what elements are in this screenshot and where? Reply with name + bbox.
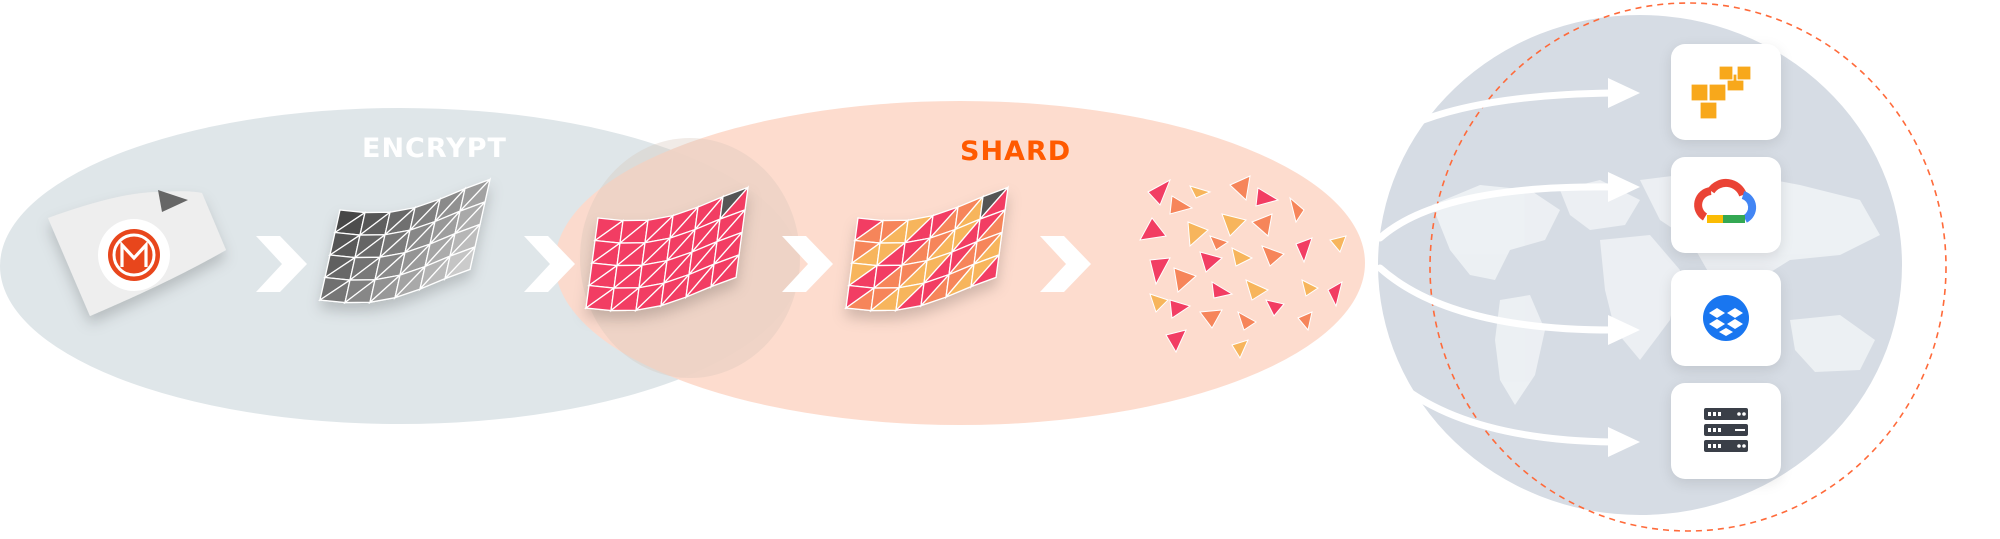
shard-piece (1237, 310, 1257, 331)
provider-card-dropbox (1671, 270, 1781, 366)
shard-piece (1169, 195, 1194, 215)
shard-piece (1251, 213, 1273, 237)
shard-piece (1209, 235, 1230, 251)
shard-piece (1245, 279, 1270, 301)
shard-piece (1169, 299, 1192, 319)
shard-piece (1295, 237, 1313, 264)
provider-card-aws (1671, 44, 1781, 140)
chevron-arrow-2 (524, 236, 575, 292)
shard-piece (1211, 281, 1234, 299)
spread-arrows (1376, 89, 1616, 446)
shard-piece (1189, 185, 1212, 199)
shard-piece (1149, 257, 1171, 286)
scattered-shards (1139, 175, 1347, 360)
shard-piece (1149, 293, 1169, 313)
spread-arrowheads (1608, 78, 1640, 457)
shard-piece (1173, 267, 1197, 293)
m-logo-inner (112, 233, 156, 277)
encrypted-mesh (318, 177, 492, 305)
mesh-triangle (970, 252, 1000, 288)
mesh-triangle (444, 244, 477, 280)
shard-piece (1301, 279, 1319, 297)
m-logo-letter (120, 240, 148, 267)
stage-label-shard: SHARD (960, 136, 1072, 167)
shard-piece (1199, 309, 1223, 329)
shard-piece (1297, 311, 1313, 332)
shard-piece (1329, 235, 1347, 253)
shard-piece (1165, 329, 1187, 354)
shard-piece (1265, 299, 1285, 317)
shard-piece (1231, 339, 1249, 360)
shard-piece (1231, 247, 1254, 267)
dropbox-icon (1703, 295, 1749, 341)
shard-piece (1139, 217, 1167, 241)
shard-piece (1289, 196, 1305, 224)
server-rack-icon (1704, 408, 1748, 452)
shard-piece (1187, 221, 1209, 248)
aws-icon (1690, 65, 1752, 120)
provider-card-google-cloud (1671, 157, 1781, 253)
encrypted-red-mesh (584, 185, 749, 313)
shard-piece (1221, 213, 1247, 237)
chevron-arrow-1 (256, 236, 307, 292)
shard-piece (1327, 280, 1343, 308)
document-corner (158, 190, 188, 212)
chevron-arrow-4 (1040, 236, 1091, 292)
m-logo-ring (108, 229, 160, 281)
shard-piece (1147, 178, 1171, 206)
shard-piece (1255, 187, 1280, 207)
provider-card-server (1671, 383, 1781, 479)
shard-piece (1229, 175, 1251, 202)
stage-label-encrypt: ENCRYPT (362, 133, 507, 164)
chevron-arrow-3 (782, 236, 833, 292)
shard-piece (1261, 245, 1285, 267)
shard-piece (1199, 251, 1224, 273)
stage-label-spread: SPREAD (1296, 82, 1424, 113)
shard-mesh (844, 185, 1009, 313)
mesh-triangle (710, 252, 740, 288)
google-cloud-icon (1694, 178, 1757, 223)
dashed-orbit (1429, 2, 1947, 532)
